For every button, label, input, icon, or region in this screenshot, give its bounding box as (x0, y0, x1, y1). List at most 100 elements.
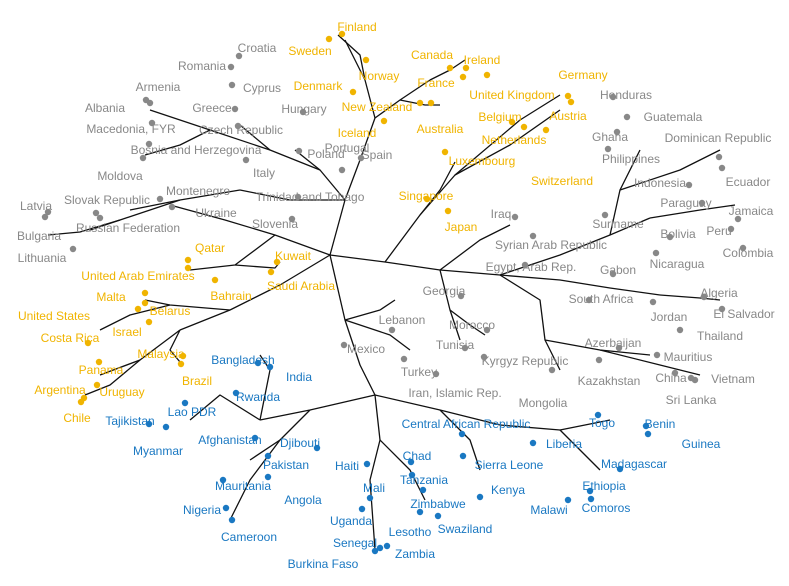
leaf-dot (548, 366, 556, 374)
leaf-dot (95, 358, 103, 366)
leaf-label: Mexico (347, 342, 385, 356)
leaf-finland: Finland (337, 20, 377, 38)
leaf-dot (92, 209, 100, 217)
leaf-dot (613, 128, 621, 136)
leaf-dot (594, 411, 602, 419)
leaf-morocco: Morocco (449, 318, 495, 334)
leaf-dot (69, 245, 77, 253)
leaf-label: Ethiopia (582, 479, 626, 493)
leaf-label: Belgium (478, 110, 521, 124)
leaf-label: Paraguay (660, 196, 711, 210)
leaf-dot (739, 244, 747, 252)
leaf-dot (219, 476, 227, 484)
leaf-algeria: Algeria (700, 286, 738, 301)
leaf-dot (462, 64, 470, 72)
tree-branch (337, 34, 366, 81)
leaf-dot (483, 326, 491, 334)
leaf-label: Hungary (281, 102, 326, 116)
leaf-dot (254, 359, 262, 367)
tree-branch (329, 254, 376, 396)
leaf-dot (649, 298, 657, 306)
leaf-label: Zambia (395, 547, 435, 561)
leaf-dot (41, 213, 49, 221)
leaf-dot (644, 430, 652, 438)
leaf-montenegro: Montenegro (156, 184, 230, 203)
leaf-azerbaijan: Azerbaijan (585, 336, 641, 352)
leaf-ukraine: Ukraine (168, 203, 237, 220)
leaf-dot (357, 154, 365, 162)
leaf-label: Lesotho (389, 525, 432, 539)
leaf-dot (362, 56, 370, 64)
leaf-label: Honduras (600, 88, 652, 102)
leaf-dot (416, 99, 424, 107)
leaf-label: Syrian Arab Republic (495, 238, 607, 252)
leaf-dot (146, 99, 154, 107)
leaf-south-africa: South Africa (569, 292, 634, 306)
leaf-zambia: Zambia (383, 542, 435, 561)
leaf-label: Latvia (20, 199, 52, 213)
tree-branch (239, 189, 345, 201)
leaf-netherlands: Netherlands (482, 123, 546, 147)
leaf-label: Qatar (195, 241, 225, 255)
leaf-mauritius: Mauritius (653, 350, 712, 364)
leaf-afghanistan: Afghanistan (198, 433, 261, 447)
leaf-dot (376, 544, 384, 552)
leaf-dot (179, 352, 187, 360)
leaf-benin: Benin (642, 417, 675, 431)
leaf-luxembourg: Luxembourg (441, 148, 515, 168)
leaf-label: Myanmar (133, 444, 183, 458)
leaf-dot (459, 73, 467, 81)
tree-branch (47, 219, 121, 236)
tree-branch (499, 274, 661, 296)
leaf-dot (609, 270, 617, 278)
leaf-argentina: Argentina (34, 383, 88, 402)
tree-branch (189, 394, 261, 421)
leaf-guinea: Guinea (644, 430, 721, 451)
leaf-sweden: Sweden (288, 35, 333, 58)
leaf-saudi-arabia: Saudi Arabia (267, 268, 335, 293)
leaf-label: Australia (417, 122, 464, 136)
leaf-label: Turkey (401, 365, 437, 379)
leaf-dot (604, 145, 612, 153)
leaf-dot (366, 494, 374, 502)
leaf-label: Panama (79, 363, 124, 377)
leaf-label: Morocco (449, 318, 495, 332)
leaf-bulgaria: Bulgaria (17, 213, 61, 243)
leaf-tunisia: Tunisia (436, 338, 475, 352)
leaf-new-zealand: New Zealand (342, 99, 424, 114)
leaf-label: Bangladesh (211, 353, 274, 367)
leaf-label: New Zealand (342, 100, 413, 114)
leaf-burkina-faso: Burkina Faso (288, 547, 379, 571)
tree-branch (499, 217, 651, 276)
leaf-malta: Malta (96, 289, 149, 304)
leaf-swaziland: Swaziland (434, 512, 492, 536)
leaf-canada: Canada (411, 48, 453, 72)
leaf-bosnia-and-herzegovina: Bosnia and Herzegovina (131, 140, 262, 157)
leaf-dot (718, 305, 726, 313)
leaf-dot (609, 93, 617, 101)
leaf-dot (267, 268, 275, 276)
leaf-pakistan: Pakistan (263, 452, 309, 472)
leaf-dot (299, 108, 307, 116)
leaf-dot (141, 289, 149, 297)
leaf-albania: Albania (85, 99, 154, 115)
leaf-label: Armenia (136, 80, 181, 94)
leaf-ghana: Ghana (592, 128, 628, 144)
leaf-india: India (266, 363, 312, 384)
leaf-dot (586, 487, 594, 495)
leaf-dot (666, 233, 674, 241)
leaf-label: Slovak Republic (64, 193, 150, 207)
leaf-label: Canada (411, 48, 453, 62)
leaf-united-states: United States (18, 305, 142, 323)
leaf-label: Israel (112, 325, 141, 339)
leaf-china: China (655, 369, 687, 385)
leaf-dot (483, 71, 491, 79)
leaf-honduras: Honduras (600, 88, 652, 102)
leaf-dot (313, 444, 321, 452)
leaf-dot (416, 508, 424, 516)
tree-branch (449, 309, 486, 336)
leaf-label: Chile (63, 411, 91, 425)
leaf-label: France (417, 76, 455, 90)
